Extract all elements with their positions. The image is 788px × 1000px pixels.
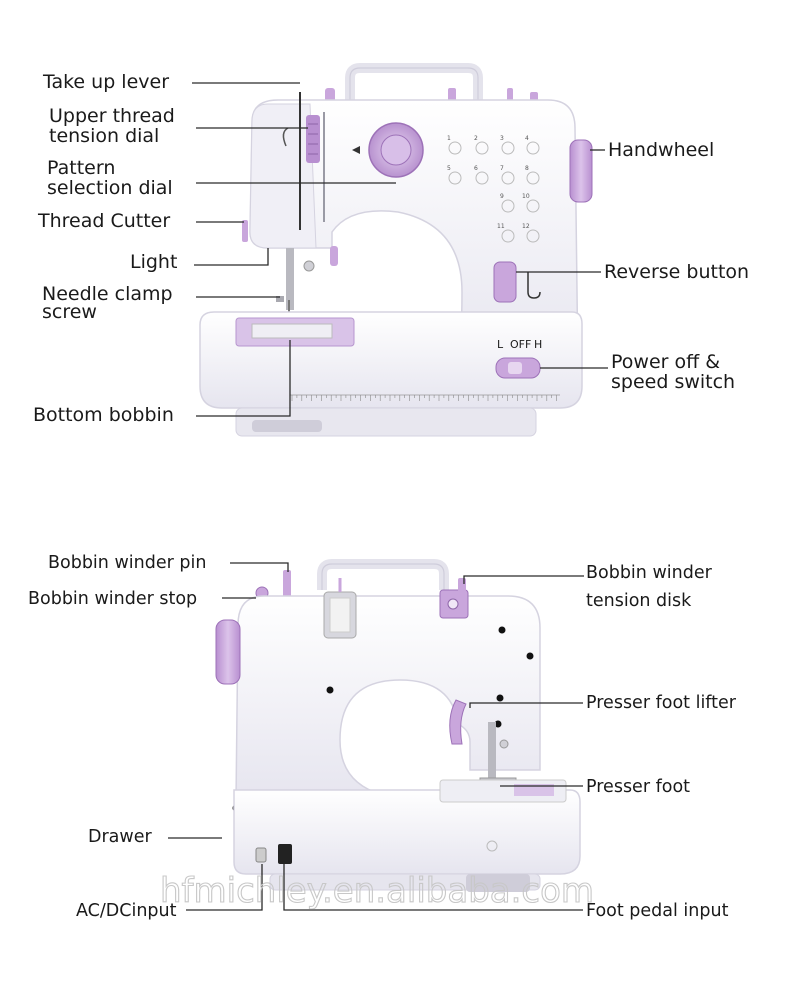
label-pattern-selection-dial-line1: Pattern xyxy=(47,157,115,179)
label-ac-dc-input: AC/DCinput xyxy=(76,901,177,921)
watermark: hfmichley.en.alibaba.com xyxy=(160,871,594,911)
ruler-ticks xyxy=(291,395,557,401)
label-presser-foot: Presser foot xyxy=(586,777,690,797)
leader-foot-pedal-input xyxy=(283,864,583,911)
stitch-number: 8 xyxy=(525,165,529,172)
stitch-number: 3 xyxy=(500,135,504,142)
label-light: Light xyxy=(130,251,177,273)
stitch-number: 7 xyxy=(500,165,504,172)
label-take-up-lever: Take up lever xyxy=(42,71,169,93)
leader-presser-foot-lifter xyxy=(469,702,583,708)
leader-tension-disk xyxy=(463,575,584,584)
label-bobbin-winder-pin: Bobbin winder pin xyxy=(48,553,206,573)
back-machine-illustration xyxy=(215,559,581,892)
stitch-number: 4 xyxy=(525,135,529,142)
back-view-labels: Bobbin winder pin Bobbin winder stop Bob… xyxy=(28,553,737,921)
label-thread-cutter: Thread Cutter xyxy=(37,210,170,232)
label-power-speed-switch-line1: Power off & xyxy=(611,351,720,373)
label-presser-foot-lifter: Presser foot lifter xyxy=(586,693,737,713)
label-handwheel: Handwheel xyxy=(608,139,714,161)
stitch-number: 11 xyxy=(497,223,505,230)
label-upper-thread-tension-dial-line1: Upper thread xyxy=(49,105,175,127)
stitch-number: 10 xyxy=(522,193,530,200)
label-needle-clamp-screw-line1: Needle clamp xyxy=(42,283,173,305)
label-reverse-button: Reverse button xyxy=(604,261,749,283)
front-machine-illustration: 1 2 3 4 5 6 7 8 9 10 11 12 L OFF xyxy=(199,63,593,437)
stitch-number: 1 xyxy=(447,135,451,142)
switch-label-l: L xyxy=(497,338,504,351)
label-bobbin-winder-tension-disk-line2: tension disk xyxy=(586,591,692,611)
label-bobbin-winder-stop: Bobbin winder stop xyxy=(28,589,197,609)
leader-ac-dc-input xyxy=(186,864,263,911)
stitch-number: 6 xyxy=(474,165,478,172)
label-pattern-selection-dial-line2: selection dial xyxy=(47,177,173,199)
stitch-number: 2 xyxy=(474,135,478,142)
stitch-number: 5 xyxy=(447,165,451,172)
leader-light xyxy=(194,248,269,266)
leader-bobbin-winder-pin xyxy=(230,562,289,572)
front-view-labels: Take up lever Upper thread tension dial … xyxy=(33,71,749,426)
label-upper-thread-tension-dial-line2: tension dial xyxy=(49,125,159,147)
label-bobbin-winder-tension-disk-line1: Bobbin winder xyxy=(586,563,713,583)
leader-bottom-bobbin xyxy=(196,340,291,417)
label-drawer: Drawer xyxy=(88,827,152,847)
stitch-number: 9 xyxy=(500,193,504,200)
switch-label-h: H xyxy=(534,338,542,351)
label-foot-pedal-input: Foot pedal input xyxy=(586,901,729,921)
label-bottom-bobbin: Bottom bobbin xyxy=(33,404,174,426)
switch-label-off: OFF xyxy=(510,338,531,351)
stitch-number: 12 xyxy=(522,223,530,230)
label-power-speed-switch-line2: speed switch xyxy=(611,371,735,393)
label-needle-clamp-screw-line2: screw xyxy=(42,301,97,323)
stitch-chart: 1 2 3 4 5 6 7 8 9 10 11 12 xyxy=(447,135,540,243)
